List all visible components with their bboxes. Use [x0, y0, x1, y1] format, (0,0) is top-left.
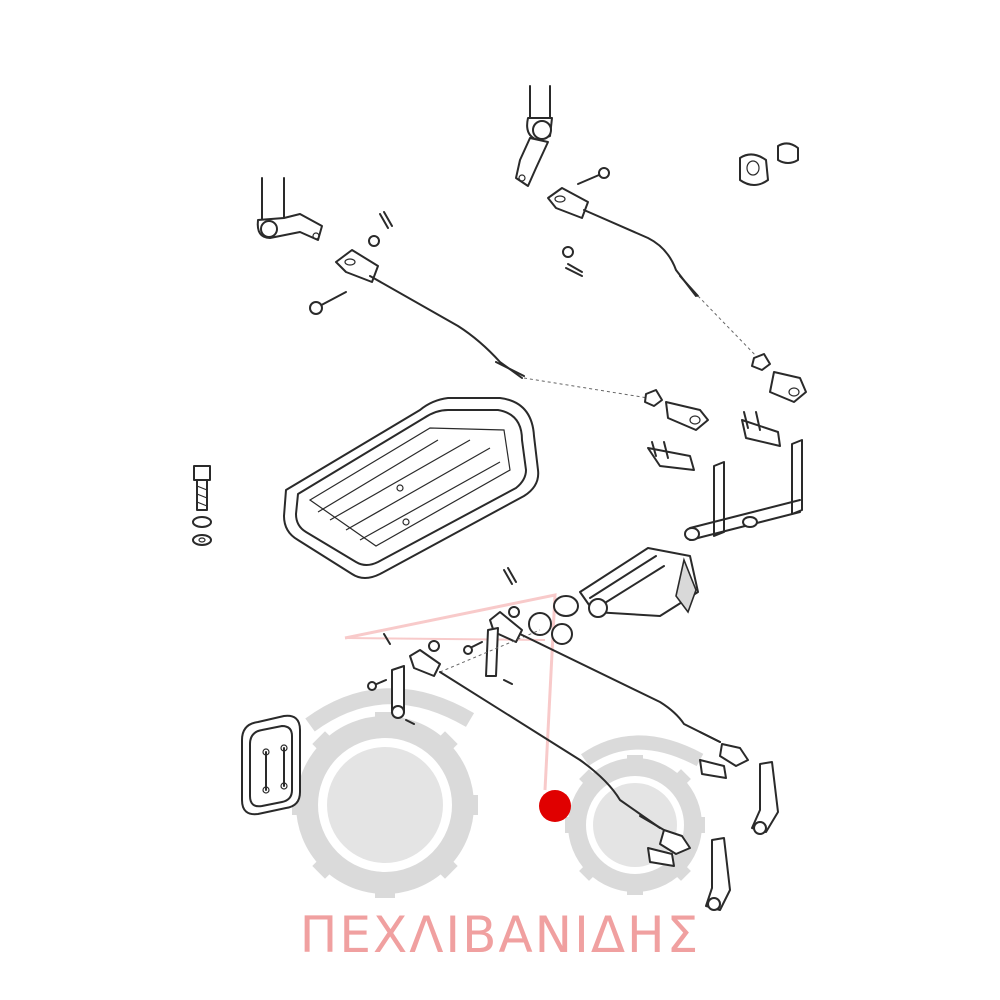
red-dot-icon [539, 790, 571, 822]
tractor-logo-icon [292, 593, 705, 898]
pedal-cross-shaft [503, 439, 803, 645]
lower-linkage [367, 606, 779, 911]
rubber-pad [241, 714, 301, 816]
bolt-washer-stack [192, 465, 212, 546]
watermark-text: ΠΕΧΛΙΒΑΝΙΔΗΣ [299, 906, 701, 964]
left-pedal-arm-assembly [256, 177, 709, 471]
foot-plate [283, 397, 540, 579]
right-pedal-arm-assembly [515, 85, 807, 447]
